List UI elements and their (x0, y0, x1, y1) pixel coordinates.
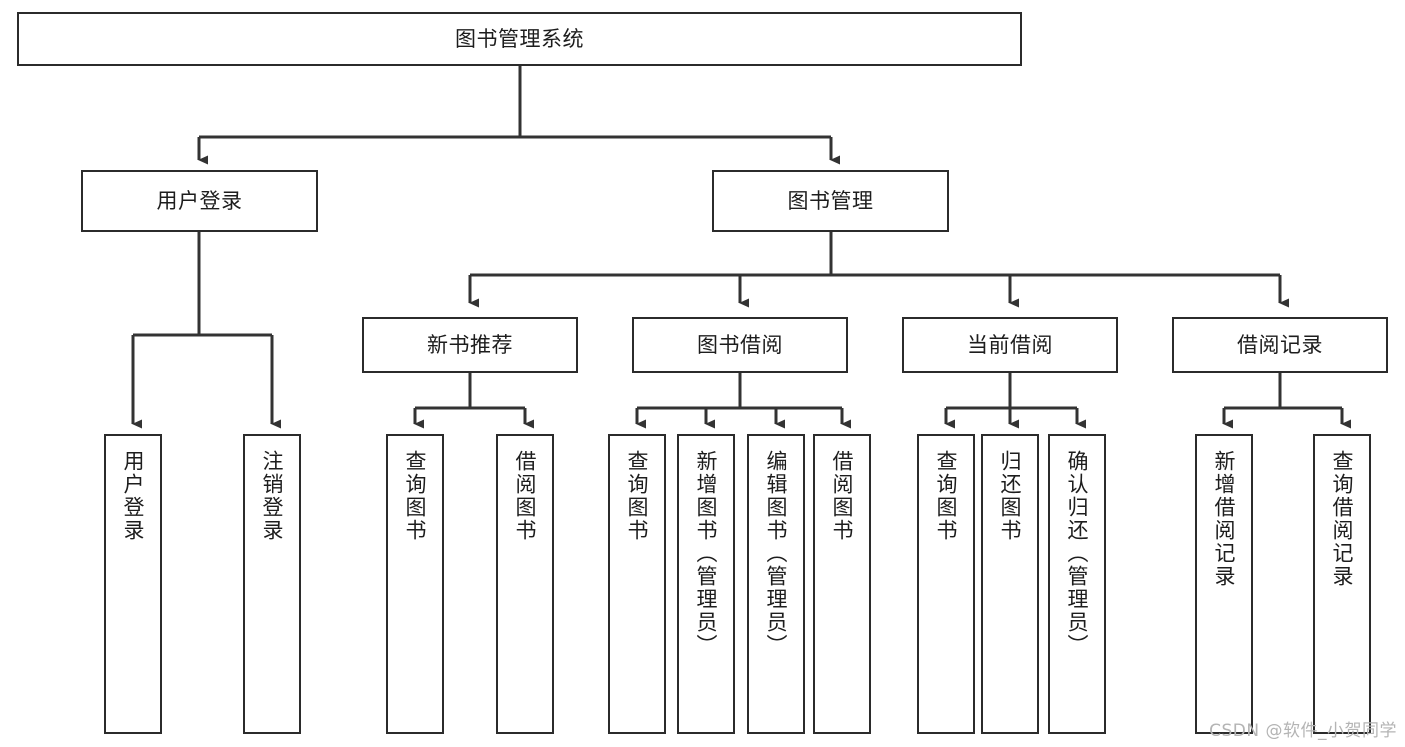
node-leaf-record-add[interactable]: 新增借阅记录 (1195, 434, 1253, 734)
node-label: 用户登录 (121, 450, 146, 542)
node-label: 新书推荐 (427, 332, 513, 357)
node-label: 借阅记录 (1237, 332, 1323, 357)
node-label: 借阅图书 (830, 450, 855, 542)
node-label: 图书管理 (787, 188, 874, 213)
node-label: 查询图书 (403, 450, 428, 542)
node-label: 注销登录 (260, 450, 285, 542)
node-label: 当前借阅 (967, 332, 1053, 357)
node-label: 归还图书 (998, 450, 1023, 542)
node-leaf-current-query-book[interactable]: 查询图书 (917, 434, 975, 734)
node-label: 图书管理系统 (455, 26, 584, 51)
node-leaf-recommend-borrow-book[interactable]: 借阅图书 (496, 434, 554, 734)
node-leaf-borrow-add-book[interactable]: 新增图书（管理员） (677, 434, 735, 734)
node-book-management[interactable]: 图书管理 (712, 170, 949, 232)
node-new-book-recommend[interactable]: 新书推荐 (362, 317, 578, 373)
node-book-borrow[interactable]: 图书借阅 (632, 317, 848, 373)
node-leaf-record-query[interactable]: 查询借阅记录 (1313, 434, 1371, 734)
node-label: 新增借阅记录 (1212, 450, 1237, 588)
node-user-login[interactable]: 用户登录 (81, 170, 318, 232)
node-leaf-user-logout[interactable]: 注销登录 (243, 434, 301, 734)
node-label: 用户登录 (156, 188, 243, 213)
node-leaf-borrow-query-book[interactable]: 查询图书 (608, 434, 666, 734)
node-label: 确认归还（管理员） (1065, 450, 1090, 657)
node-leaf-current-return-book[interactable]: 归还图书 (981, 434, 1039, 734)
node-leaf-recommend-query-book[interactable]: 查询图书 (386, 434, 444, 734)
node-label: 编辑图书（管理员） (764, 450, 789, 657)
node-leaf-current-confirm-return[interactable]: 确认归还（管理员） (1048, 434, 1106, 734)
node-label: 查询图书 (934, 450, 959, 542)
node-label: 图书借阅 (697, 332, 783, 357)
node-label: 借阅图书 (513, 450, 538, 542)
node-label: 查询图书 (625, 450, 650, 542)
node-leaf-borrow-edit-book[interactable]: 编辑图书（管理员） (747, 434, 805, 734)
node-leaf-user-login[interactable]: 用户登录 (104, 434, 162, 734)
node-label: 查询借阅记录 (1330, 450, 1355, 588)
node-current-borrow[interactable]: 当前借阅 (902, 317, 1118, 373)
node-borrow-records[interactable]: 借阅记录 (1172, 317, 1388, 373)
node-root-system[interactable]: 图书管理系统 (17, 12, 1022, 66)
node-label: 新增图书（管理员） (694, 450, 719, 657)
node-leaf-borrow-borrow-book[interactable]: 借阅图书 (813, 434, 871, 734)
